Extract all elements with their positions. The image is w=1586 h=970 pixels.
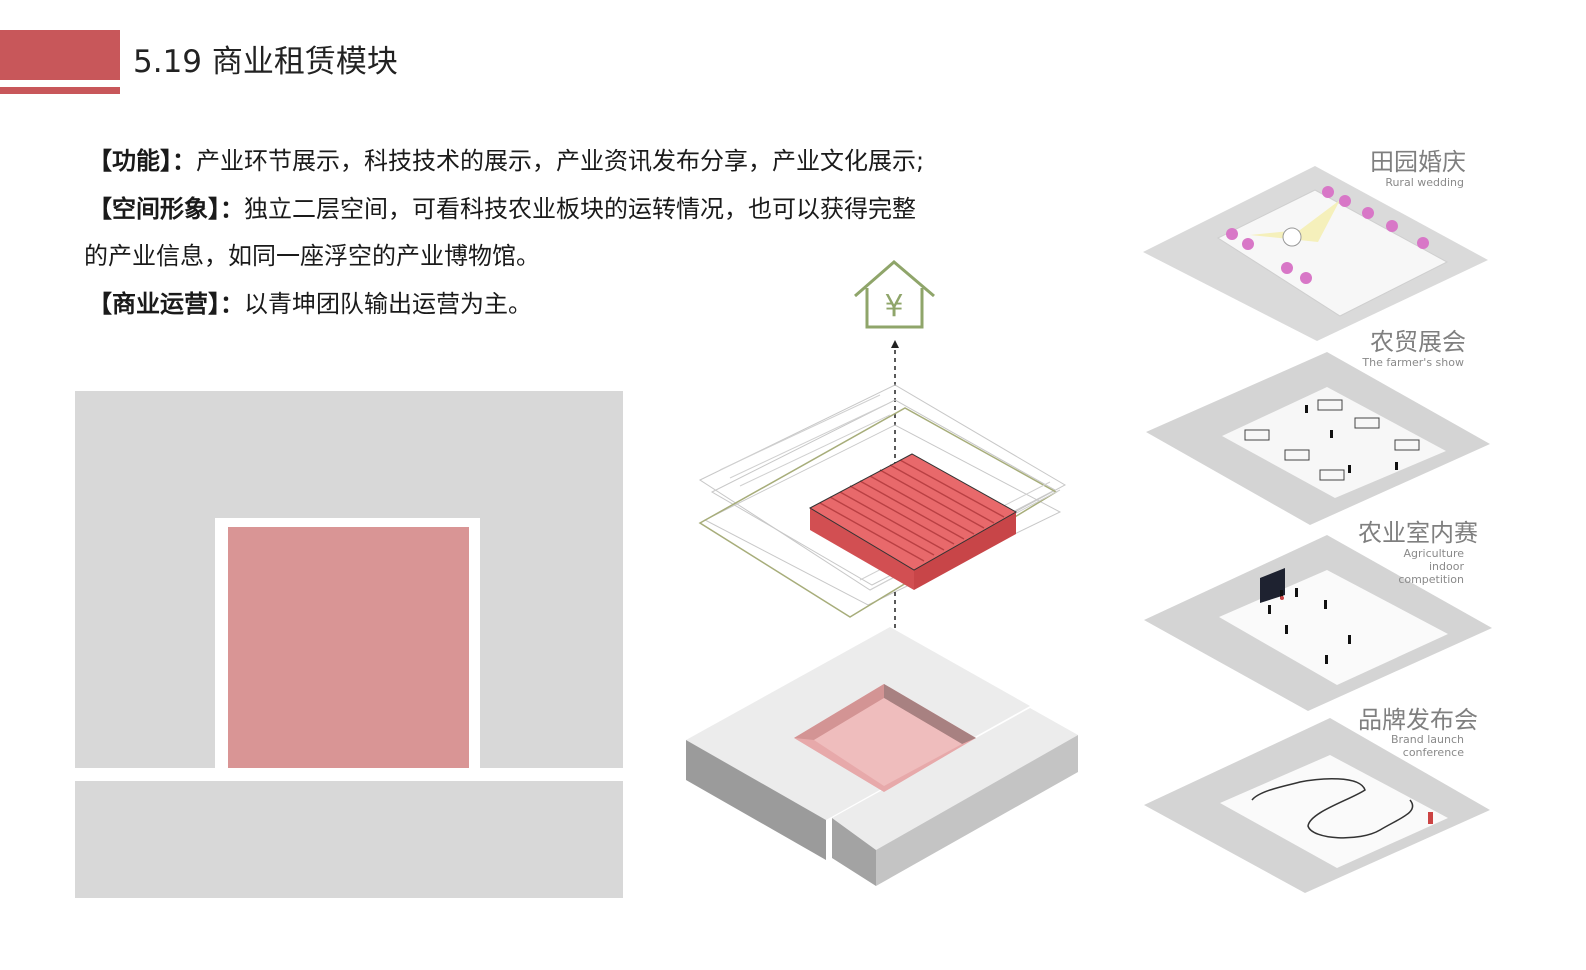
layer-2-title: 农贸展会 <box>1370 328 1466 356</box>
arrow-up-head <box>891 340 899 348</box>
layer-4-title: 品牌发布会 <box>1358 706 1478 734</box>
title-accent-underline <box>0 87 120 94</box>
function-line: 【功能】：产业环节展示，科技技术的展示，产业资讯发布分享，产业文化展示; <box>88 144 924 178</box>
layer-farmers-show <box>1146 352 1490 525</box>
space-text-2: 的产业信息，如同一座浮空的产业博物馆。 <box>84 242 540 270</box>
ground-mass <box>686 627 1078 886</box>
layer-2-subtitle: The farmer's show <box>1362 356 1464 369</box>
plan-lower-block <box>75 781 623 898</box>
function-label: 【功能】： <box>88 147 196 175</box>
layer-1-subtitle: Rural wedding <box>1385 176 1464 189</box>
layer-indoor-competition <box>1144 535 1492 711</box>
plan-rental-area <box>228 527 469 768</box>
layer-3-title: 农业室内赛 <box>1358 519 1478 547</box>
layer-3-subtitle: Agriculture indoor competition <box>1398 547 1464 586</box>
layer-rural-wedding <box>1143 166 1488 341</box>
business-line: 【商业运营】：以青坤团队输出运营为主。 <box>88 287 532 321</box>
layer-1-title: 田园婚庆 <box>1370 148 1466 176</box>
svg-text:¥: ¥ <box>884 289 903 324</box>
layer-4-subtitle: Brand launch conference <box>1390 733 1464 759</box>
rental-roof-block <box>808 453 1018 590</box>
space-text-1: 独立二层空间，可看科技农业板块的运转情况，也可以获得完整 <box>244 195 916 223</box>
layer-brand-launch <box>1144 718 1490 893</box>
function-text: 产业环节展示，科技技术的展示，产业资讯发布分享，产业文化展示; <box>196 147 925 175</box>
business-text: 以青坤团队输出运营为主。 <box>244 290 532 318</box>
title-accent-bar <box>0 30 120 80</box>
space-label: 【空间形象】： <box>88 195 244 223</box>
yuan-house-icon: ¥ <box>854 260 935 329</box>
space-line-1: 【空间形象】：独立二层空间，可看科技农业板块的运转情况，也可以获得完整 <box>88 192 916 226</box>
page-title: 5.19 商业租赁模块 <box>133 44 398 80</box>
floating-floor-wireframe <box>698 384 1067 606</box>
space-line-2: 的产业信息，如同一座浮空的产业博物馆。 <box>84 239 540 273</box>
business-label: 【商业运营】： <box>88 290 244 318</box>
